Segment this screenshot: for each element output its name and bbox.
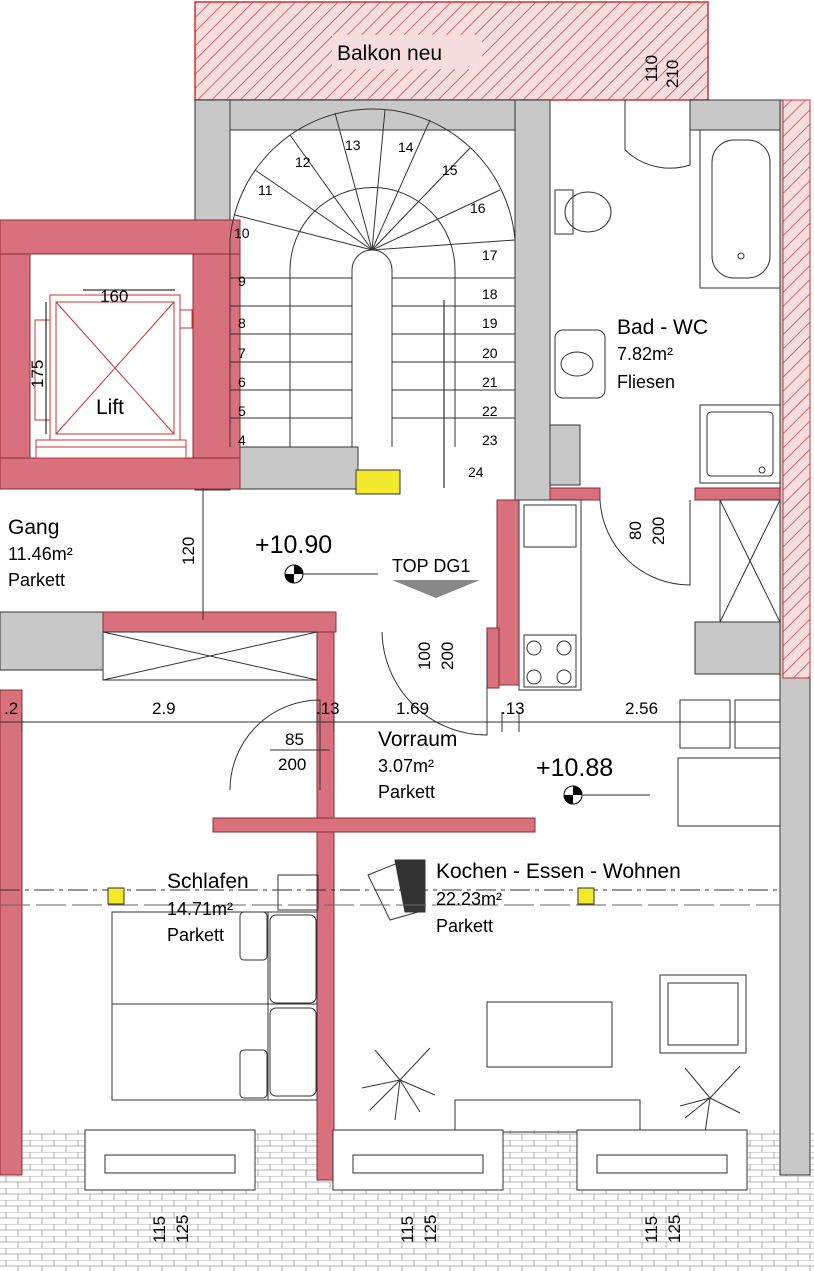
- lift-label: Lift: [96, 396, 124, 419]
- door-swings: [102, 499, 691, 791]
- living-furniture: [367, 699, 781, 1133]
- stair-marker: [355, 469, 401, 495]
- stair-step-7: 7: [238, 345, 246, 361]
- entry-label: Vorraum: [378, 728, 457, 751]
- window-3-height: 125: [665, 1215, 684, 1243]
- living-level: +10.88: [536, 754, 613, 782]
- stair-numbers: 4 5 6 7 8 9 10 11 12 13 14 15 16 17 18 1…: [234, 137, 498, 480]
- stair-step-16: 16: [470, 200, 486, 216]
- stair-step-8: 8: [238, 315, 246, 331]
- bed-door-width: 85: [285, 730, 304, 749]
- dim-bedroom: 2.9: [152, 699, 176, 718]
- bath-area: 7.82m²: [617, 344, 673, 364]
- bath-floor: Fliesen: [617, 372, 675, 392]
- entry-area: 3.07m²: [378, 756, 434, 776]
- bed: [111, 874, 319, 1101]
- window-3-width: 115: [642, 1216, 661, 1243]
- stair-step-14: 14: [398, 139, 414, 155]
- stair-step-21: 21: [482, 374, 498, 390]
- hall-label: Gang: [8, 516, 59, 539]
- stair-step-5: 5: [238, 403, 246, 419]
- staircase: [229, 108, 516, 488]
- stair-step-4: 4: [238, 432, 246, 448]
- bed-door-height: 200: [278, 755, 306, 774]
- brick-walls: [0, 219, 781, 1181]
- dim-living: 2.56: [625, 699, 658, 718]
- window-1-width: 115: [150, 1216, 169, 1243]
- hall-level: +10.90: [255, 531, 332, 559]
- stair-step-24: 24: [468, 464, 484, 480]
- unit-arrow: [392, 580, 480, 598]
- stair-step-20: 20: [482, 345, 498, 361]
- lift-width: 160: [100, 287, 128, 306]
- bath-fixtures: [554, 100, 781, 484]
- stair-step-19: 19: [482, 315, 498, 331]
- bath-door-width: 80: [626, 521, 645, 540]
- light-marker-1: [107, 887, 125, 905]
- stair-step-15: 15: [442, 162, 458, 178]
- hall-width: 120: [179, 537, 198, 565]
- stair-step-9: 9: [238, 273, 246, 289]
- plant-icon-2: [679, 1065, 741, 1134]
- stair-step-12: 12: [295, 154, 311, 170]
- dim-left: .2: [4, 699, 18, 718]
- living-label: Kochen - Essen - Wohnen: [436, 860, 681, 883]
- unit-label: TOP DG1: [392, 556, 470, 576]
- roof-windows: [84, 1129, 748, 1191]
- bath-door-height: 200: [649, 517, 668, 545]
- lift-depth: 175: [28, 360, 47, 388]
- lift-shaft: [34, 289, 193, 459]
- window-2-height: 125: [421, 1215, 440, 1243]
- dim-wall-2: .13: [501, 699, 525, 718]
- plant-icon: [361, 1047, 436, 1121]
- balcony-door-height: 210: [663, 60, 682, 88]
- entry-floor: Parkett: [378, 782, 435, 802]
- window-1-height: 125: [173, 1215, 192, 1243]
- stair-step-17: 17: [482, 247, 498, 263]
- balcony-label-bg: [332, 35, 482, 69]
- hall-floor: Parkett: [8, 570, 65, 590]
- hall-area: 11.46m²: [8, 544, 73, 564]
- living-floor: Parkett: [436, 916, 493, 936]
- light-marker-2: [577, 887, 595, 905]
- stair-step-18: 18: [482, 286, 498, 302]
- bath-label: Bad - WC: [617, 316, 708, 339]
- balcony-label: Balkon neu: [337, 42, 442, 65]
- dim-wall-1: .13: [316, 699, 340, 718]
- stair-step-6: 6: [238, 374, 246, 390]
- window-2-width: 115: [398, 1216, 417, 1243]
- dimension-chain: [0, 712, 780, 732]
- right-wall-hatch: [782, 99, 811, 679]
- dim-entry: 1.69: [396, 699, 429, 718]
- kitchen-counter: [518, 499, 781, 691]
- bedroom-floor: Parkett: [167, 925, 224, 945]
- concrete-walls: [0, 99, 811, 1176]
- entry-door-height: 200: [438, 642, 457, 670]
- entry-door-width: 100: [415, 642, 434, 670]
- stair-step-13: 13: [345, 137, 361, 153]
- stair-step-22: 22: [482, 403, 498, 419]
- bedroom-label: Schlafen: [167, 870, 249, 893]
- living-area: 22.23m²: [436, 889, 502, 909]
- living-level-marker: [563, 785, 650, 805]
- stair-step-11: 11: [258, 182, 273, 198]
- balcony-door-width: 110: [642, 55, 661, 82]
- stair-step-23: 23: [482, 432, 498, 448]
- bedroom-area: 14.71m²: [167, 899, 233, 919]
- stair-step-10: 10: [234, 225, 250, 241]
- hall-level-marker: [284, 564, 378, 584]
